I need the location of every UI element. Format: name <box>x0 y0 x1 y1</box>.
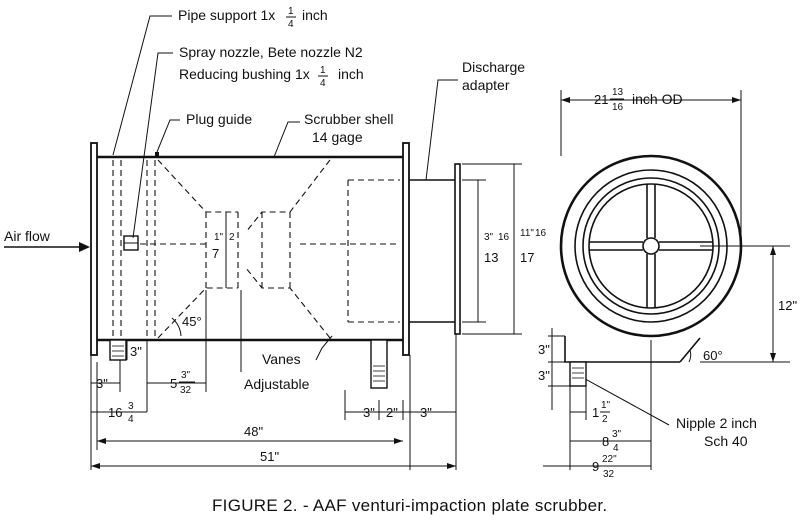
vane-bottom <box>245 267 331 339</box>
annotation-text: Pipe support 1x 1 4 inch Spray nozzle, B… <box>4 6 797 515</box>
dim-8-whole: 8 <box>602 434 609 449</box>
bushing-frac-num: 1 <box>320 65 326 76</box>
nipple-leader <box>577 374 670 426</box>
dim-8-den: 4 <box>613 443 619 454</box>
plug-guide-mark <box>155 152 159 158</box>
scrubber-shell-gage: 14 gage <box>312 129 363 145</box>
dim-45-label: 45° <box>182 314 202 329</box>
dim-21-den: 16 <box>612 102 624 113</box>
shell-leader <box>273 121 300 158</box>
dim-2-right: 2" <box>386 405 398 420</box>
dim-8-num: 3" <box>612 429 622 440</box>
angle-60-arc <box>688 349 692 363</box>
support-left <box>109 339 127 361</box>
dim-3-vertical: 3" <box>130 344 142 359</box>
dim-3-side-b: 3" <box>538 368 550 383</box>
dim-9-whole: 9 <box>592 459 599 474</box>
dim-60-label: 60° <box>703 348 723 363</box>
pipe-support-label: Pipe support 1x <box>178 7 275 23</box>
dim-48-label: 48" <box>244 424 263 439</box>
discharge-adapter-label: adapter <box>462 77 510 93</box>
plug-guide-label: Plug guide <box>186 111 252 127</box>
dim-1-whole: 1 <box>592 405 599 420</box>
figure-caption: FIGURE 2. - AAF venturi-impaction plate … <box>212 496 607 515</box>
dim-13-whole: 13 <box>484 250 498 265</box>
dim-16-whole: 16 <box>108 405 122 420</box>
adapter-flange <box>454 163 461 335</box>
reducing-bushing-unit: inch <box>338 66 364 82</box>
dim-21-num: 13 <box>612 87 624 98</box>
inner-circle <box>582 177 720 315</box>
leader-lines <box>112 15 670 426</box>
dim-16-num: 3 <box>128 401 134 412</box>
dim-9-num: 22" <box>602 454 617 465</box>
dim-1-num: 1" <box>601 400 611 411</box>
vanes-label: Vanes <box>262 351 301 367</box>
dim-12-label: 12" <box>778 298 797 313</box>
side-dimensions <box>90 163 522 470</box>
adjustable-label: Adjustable <box>244 376 310 392</box>
nipple-sch-label: Sch 40 <box>704 433 748 449</box>
dim-17-den: 16 <box>535 228 547 239</box>
dim-7-num: 1" <box>214 232 224 243</box>
dim-16-den: 4 <box>128 414 134 425</box>
scrubber-shell-label: Scrubber shell <box>304 111 394 127</box>
vane-top <box>245 159 331 233</box>
pipe-support-frac-den: 4 <box>288 19 294 30</box>
dim-17-whole: 17 <box>520 250 534 265</box>
reducing-bushing-label: Reducing bushing 1x <box>179 66 310 82</box>
inlet-flange <box>90 142 98 356</box>
dim-5-whole: 5 <box>170 376 177 391</box>
discharge-label: Discharge <box>462 59 525 75</box>
nipple-label: Nipple 2 inch <box>676 415 757 431</box>
plug-guide-leader <box>156 119 180 153</box>
angle-45-arc <box>171 317 182 337</box>
outlet-flange <box>402 142 410 356</box>
nipple-end <box>569 361 587 387</box>
dim-21-whole: 21 <box>594 92 608 107</box>
dim-3-side-a: 3" <box>538 342 550 357</box>
venturi-cone-bottom <box>157 287 238 339</box>
bushing-frac-den: 4 <box>320 78 326 89</box>
air-flow-label: Air flow <box>4 228 51 244</box>
outer-dia-label: inch OD <box>632 91 683 107</box>
dim-7-den: 2 <box>229 232 235 243</box>
dim-51-label: 51" <box>260 449 279 464</box>
dim-5-den: 32 <box>180 385 192 396</box>
pipe-support-leader <box>112 15 172 156</box>
vanes-leader <box>315 335 333 361</box>
pipe-support-frac-num: 1 <box>288 6 294 17</box>
venturi-cone-top <box>157 159 238 213</box>
pipe-support-unit: inch <box>302 7 328 23</box>
air-flow-arrowhead <box>79 242 90 252</box>
dim-3-left: 3" <box>96 376 108 391</box>
hub-circle <box>642 237 660 255</box>
dim-5-num: 3" <box>181 370 191 381</box>
dim-9-den: 32 <box>603 469 615 480</box>
base-support <box>564 336 680 363</box>
discharge-leader <box>425 79 458 181</box>
dim-3-right-b: 3" <box>420 405 432 420</box>
dim-13-den: 16 <box>498 232 510 243</box>
dim-13-num: 3" <box>484 232 494 243</box>
side-view <box>4 142 461 389</box>
inner-circle-2 <box>588 183 714 309</box>
dim-7-whole: 7 <box>212 246 219 261</box>
spray-nozzle-leader <box>132 52 173 239</box>
dim-1-den: 2 <box>602 414 608 425</box>
end-dimensions <box>543 90 790 470</box>
dim-3-right-a: 3" <box>363 405 375 420</box>
spray-nozzle-label: Spray nozzle, Bete nozzle N2 <box>179 44 363 60</box>
dim-17-num: 11" <box>520 228 534 239</box>
